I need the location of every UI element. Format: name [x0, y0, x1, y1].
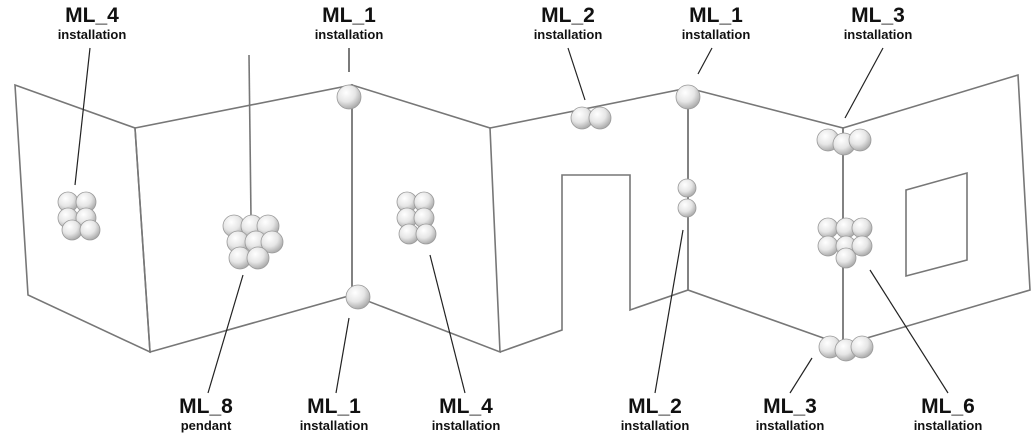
leader-bot-ml4 [429, 254, 466, 394]
label-kind: installation [620, 418, 690, 433]
label-top-ml4: ML_4 installation [57, 4, 127, 43]
label-kind: pendant [180, 418, 232, 433]
luminaire-ml2-vertical [677, 178, 697, 218]
leader-bot-ml1 [335, 317, 350, 394]
luminaires [57, 84, 874, 362]
luminaire-cluster-ml3-upper [816, 128, 872, 156]
label-kind: installation [57, 27, 127, 42]
label-code: ML_6 [921, 395, 975, 418]
leader-lines [74, 47, 949, 394]
label-code: ML_8 [179, 395, 233, 418]
label-code: ML_3 [851, 4, 905, 27]
leader-bot-ml6 [869, 269, 949, 394]
label-kind: installation [299, 418, 369, 433]
label-kind: installation [431, 418, 501, 433]
label-kind: installation [314, 27, 384, 42]
label-kind: installation [681, 27, 751, 42]
label-bottom-ml2: ML_2 installation [620, 395, 690, 434]
label-code: ML_1 [307, 395, 361, 418]
label-code: ML_2 [628, 395, 682, 418]
luminaire-cluster-ml6 [817, 217, 873, 269]
wall-panel-4 [489, 87, 689, 353]
luminaire-cluster-ml4-center [396, 191, 437, 245]
window-opening [905, 171, 968, 278]
label-bottom-ml4: ML_4 installation [431, 395, 501, 434]
label-top-ml1-right: ML_1 installation [681, 4, 751, 43]
wall-outlines [14, 54, 1031, 354]
leader-bot-ml8 [207, 274, 244, 394]
label-bottom-ml3: ML_3 installation [755, 395, 825, 434]
luminaire-cluster-ml2-upper [570, 106, 612, 130]
label-code: ML_4 [439, 395, 493, 418]
label-bottom-ml1: ML_1 installation [299, 395, 369, 434]
label-code: ML_2 [541, 4, 595, 27]
label-code: ML_1 [322, 4, 376, 27]
leader-top-ml2 [567, 47, 586, 101]
label-kind: installation [843, 27, 913, 42]
label-bottom-ml8: ML_8 pendant [179, 395, 233, 434]
wall-panel-5 [687, 86, 844, 347]
leader-top-ml4 [74, 47, 91, 186]
label-kind: installation [755, 418, 825, 433]
luminaire-ml1-upper-left [336, 84, 362, 110]
label-top-ml1-left: ML_1 installation [314, 4, 384, 43]
leader-bot-ml2 [654, 229, 684, 394]
label-code: ML_4 [65, 4, 119, 27]
label-kind: installation [913, 418, 983, 433]
label-code: ML_1 [689, 4, 743, 27]
luminaire-cluster-ml4-left [57, 191, 101, 241]
leader-top-ml1b [697, 47, 713, 75]
luminaire-cluster-ml3-lower [818, 335, 874, 362]
luminaire-cluster-ml8-pendant [222, 214, 284, 270]
label-code: ML_3 [763, 395, 817, 418]
label-top-ml2: ML_2 installation [533, 4, 603, 43]
label-top-ml3: ML_3 installation [843, 4, 913, 43]
pendant-cable [248, 54, 252, 219]
wall-panel-6 [842, 73, 1031, 347]
leader-top-ml3 [844, 47, 884, 119]
leader-bot-ml3 [789, 357, 813, 394]
label-kind: installation [533, 27, 603, 42]
luminaire-ml1-lower-left [345, 284, 371, 310]
luminaire-ml1-upper-right [675, 84, 701, 110]
label-bottom-ml6: ML_6 installation [913, 395, 983, 434]
